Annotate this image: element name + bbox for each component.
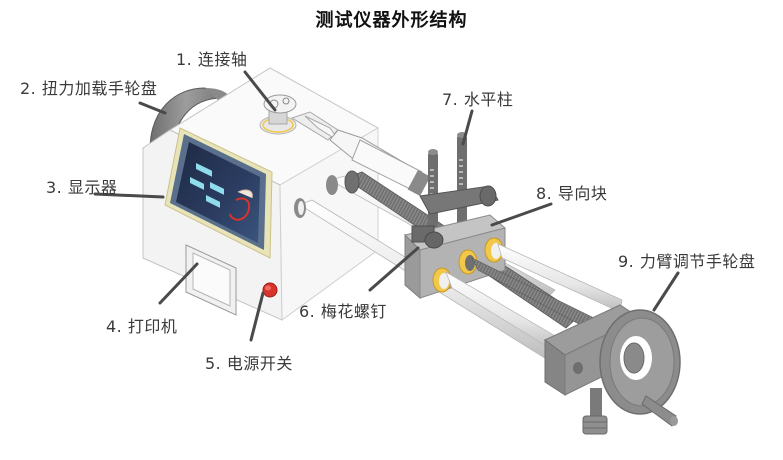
arm-adjust-handwheel [544, 304, 681, 435]
label-arm-adjust-handwheel: 9. 力臂调节手轮盘 [618, 252, 756, 271]
guide-block [404, 214, 507, 300]
label-horizontal-post: 7. 水平柱 [442, 90, 514, 109]
diagram-title: 测试仪器外形结构 [315, 10, 468, 31]
label-guide-block: 8. 导向块 [536, 184, 608, 203]
label-printer: 4. 打印机 [106, 317, 178, 336]
leader-line-6 [368, 246, 420, 292]
label-power-switch: 5. 电源开关 [205, 354, 293, 373]
leader-line-3 [93, 192, 165, 199]
plum-screw [411, 225, 444, 249]
power-switch [262, 282, 278, 298]
leader-line-8 [490, 202, 553, 227]
leader-lines [93, 70, 680, 342]
label-plum-screw: 6. 梅花螺钉 [299, 302, 387, 321]
leader-line-9 [652, 271, 680, 312]
label-connecting-shaft: 1. 连接轴 [176, 50, 248, 69]
leader-line-4 [158, 262, 199, 305]
printer [185, 244, 237, 316]
torque-wrench [290, 111, 431, 196]
display-screen [164, 127, 273, 259]
label-torque-loading-handwheel: 2. 扭力加载手轮盘 [20, 79, 158, 98]
front-rods [445, 243, 623, 353]
label-display: 3. 显示器 [46, 178, 118, 197]
leader-line-5 [249, 291, 265, 342]
horizontal-posts [419, 132, 499, 228]
leader-line-1 [243, 70, 277, 112]
leader-line-2 [138, 101, 167, 115]
leader-line-7 [461, 109, 474, 146]
